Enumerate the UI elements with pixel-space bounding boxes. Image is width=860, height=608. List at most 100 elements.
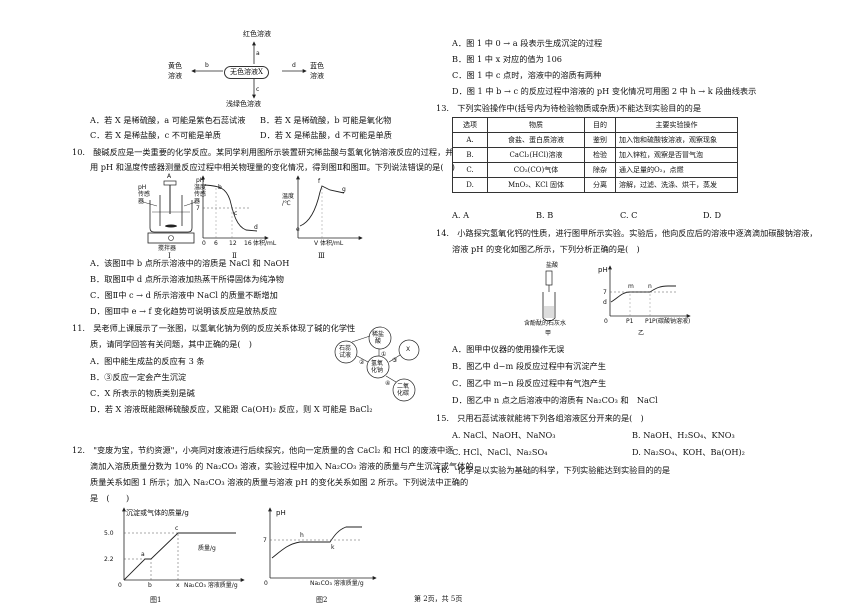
q15-option-d: D. Na₂SO₄、KOH、Ba(OH)₂ (632, 447, 745, 457)
q11-option-d: D．若 X 溶液既能跟稀硫酸反应，又能跟 Ca(OH)₂ 反应，则 X 可能是 … (90, 404, 373, 414)
q13-option-a: A. A (452, 210, 470, 220)
q12-chart1-origin: 0 (118, 582, 122, 589)
node-left-1: 黄色 (168, 62, 182, 70)
q10-fig2-ylabel: pH (196, 177, 205, 184)
q14-fig-b-ylabel: pH (598, 266, 608, 274)
q12-option-b: B．图 1 中 x 对应的值为 106 (452, 54, 562, 64)
q10-fig2-point-b: b (218, 184, 222, 191)
q11-node-co2-1: 二氧 (397, 383, 410, 390)
edge-d: d (292, 62, 296, 69)
q12-chart2-point-h: h (300, 532, 304, 539)
q10-option-a: A．该图Ⅱ中 b 点所示溶液中的溶质是 NaCl 和 NaOH (90, 258, 290, 268)
q10-temp-sensor-1: 温度 (194, 184, 207, 191)
q11-node-litmus-1: 石蕊 (339, 345, 352, 352)
q12-chart2-ylabel: pH (276, 509, 286, 517)
table-row: C. CO₂(CO)气体 除杂 通入足量的O₂，点燃 (452, 162, 738, 178)
q12-stem-line4: 是 ( ) (90, 493, 130, 503)
q11-stem-line1: 11. 吴老师上课展示了一张图，以氢氧化钠为例的反应关系体现了碱的化学性 (72, 323, 356, 333)
q10-fig3-point-g: g (342, 186, 346, 193)
q15-stem: 15. 只用石蕊试液就能将下列各组溶液区分开来的是( ) (436, 413, 644, 423)
node-right-1: 蓝色 (310, 62, 324, 70)
q12-chart2-xlabel: Na₂CO₃ 溶液质量/g (310, 580, 364, 587)
edge-b: b (205, 62, 209, 69)
q12-chart1-xlabel: Na₂CO₃ 溶液质量/g (184, 582, 238, 589)
table-header-row: 选项 物质 目的 主要实验操作 (452, 117, 738, 133)
q11-node-litmus-2: 试液 (339, 352, 352, 359)
table-row: D. MnO₂、KCl 固体 分离 溶解，过滤、洗涤、烘干，蒸发 (452, 177, 738, 193)
q9-option-a: A．若 X 是稀硫酸，a 可能是紫色石蕊试液 (90, 115, 246, 125)
q10-fig2-label: Ⅱ (232, 252, 237, 260)
q10-fig1-a-label: A (167, 173, 172, 180)
q12-chart1-ytick-50: 5.0 (104, 530, 114, 537)
q12-chart2-point-k: k (331, 544, 335, 551)
q9-option-b: B．若 X 是稀硫酸，b 可能是氧化物 (260, 115, 392, 125)
q11-node-x: X (406, 346, 411, 353)
q14-fig-a-caption2: 甲 (545, 330, 552, 337)
q10-option-c: C．图Ⅱ中 c → d 所示溶液中 NaCl 的质量不断增加 (90, 290, 278, 300)
q14-fig-a-caption1: 含酚酞的石灰水 (524, 320, 567, 327)
q13-table: 选项 物质 目的 主要实验操作 A. 食盐、蛋白质溶液 鉴别 加入饱和硫酸铵溶液… (452, 117, 738, 193)
q12-chart1-caption: 图1 (150, 596, 162, 604)
q11-option-a: A．图中能生成盐的反应有 3 条 (90, 356, 205, 366)
q12-chart1-inline-label: 质量/g (198, 545, 216, 552)
q10-ph-sensor-2: 传感 (138, 191, 151, 198)
q14-option-d: D．图乙中 n 点之后溶液中的溶质有 Na₂CO₃ 和 NaCl (452, 395, 658, 405)
q10-fig3-point-e: e (296, 226, 300, 233)
q12-stem-line3: 质量关系如图 1 所示；加入 Na₂CO₃ 溶液的质量与溶液 pH 的变化关系如… (90, 477, 469, 487)
q10-stem-line1: 10. 酸碱反应是一类重要的化学反应。某同学利用图所示装置研究稀盐酸与氢氧化钠溶… (72, 147, 454, 157)
q10-fig2-xtick-12: 12 (229, 240, 237, 247)
q13-stem: 13. 下列实验操作中(括号内为待检验物质或杂质)不能达到实验目的的是 (436, 103, 702, 113)
node-center: 无色溶液X (224, 66, 269, 79)
q14-fig-b-yd: d (603, 299, 607, 306)
q12-option-a: A．图 1 中 0 → a 段表示生成沉淀的过程 (452, 38, 603, 48)
table-row: A. 食盐、蛋白质溶液 鉴别 加入饱和硫酸铵溶液，观察现象 (452, 132, 738, 148)
q10-ph-sensor-1: pH (138, 184, 147, 191)
q12-option-d: D．图 1 中 b → c 的反应过程中溶液的 pH 变化情况可用图 2 中 h… (452, 86, 757, 96)
q11-edge-3: ③ (392, 357, 398, 364)
q10-fig1-label: Ⅰ (168, 252, 171, 260)
q11-node-naoh-2: 化钠 (371, 367, 384, 374)
q11-node-acid-1: 稀盐 (372, 331, 385, 338)
q10-stirrer-label: 搅拌器 (158, 245, 177, 252)
q12-option-c: C．图 1 中 c 点时，溶液中的溶质有两种 (452, 70, 602, 80)
q14-stem-line2: 溶液 pH 的变化如图乙所示，下列分析正确的是( ) (452, 244, 640, 254)
q9-option-c: C．若 X 是稀盐酸，c 不可能是单质 (90, 130, 221, 140)
q14-fig-b-caption: 乙 (638, 330, 645, 337)
q12-stem-line1: 12. "变废为宝，节约资源"，小亮同对废液进行后续探究，他向一定质量的含 Ca… (72, 445, 454, 455)
q15-option-a: A. NaCl、NaOH、NaNO₃ (452, 430, 556, 440)
q12-chart1-ytick-22: 2.2 (104, 556, 114, 563)
node-top: 红色溶液 (243, 30, 271, 38)
q10-fig2-xtick-0: 0 (202, 240, 206, 247)
q14-stem-line1: 14. 小路探究氢氧化钙的性质，进行图甲所示实验。实验后，他向反应后的溶液中逐滴… (436, 228, 818, 238)
q12-chart2-origin: 0 (264, 580, 268, 587)
table-cell: 溶解，过滤、洗涤、烘干，蒸发 (615, 177, 738, 193)
q13-option-d: D. D (703, 210, 722, 220)
q10-fig2-y7: 7 (196, 205, 200, 212)
edge-c: c (256, 86, 260, 93)
q11-node-acid-2: 酸 (375, 338, 382, 345)
q12-chart1-point-c: c (175, 525, 179, 532)
q11-edge-4: ④ (385, 380, 391, 387)
q14-fig-b-point-n: n (648, 283, 652, 290)
q10-fig3-xlabel: V 体积/mL (314, 240, 344, 247)
q10-option-b: B．取图Ⅱ中 d 点所示溶液加热蒸干所得固体为纯净物 (90, 274, 284, 284)
q12-stem-line2: 滴加入溶质质量分数为 10% 的 Na₂CO₃ 溶液，实验过程中加入 Na₂CO… (90, 461, 474, 471)
q10-fig2-point-c: c (234, 210, 238, 217)
q12-chart1-point-a: a (141, 551, 145, 558)
table-cell: 分离 (584, 177, 616, 193)
q11-option-c: C．X 所表示的物质类别是碱 (90, 388, 195, 398)
q10-fig2-point-d: d (254, 224, 258, 231)
q10-fig2-xtick-6: 6 (214, 240, 218, 247)
q10-fig3-ylabel-1: 温度 (282, 193, 295, 200)
q13-option-b: B. B (536, 210, 554, 220)
q10-fig2-xtick-16: 16 (244, 240, 252, 247)
q11-stem-line2: 质，请同学回答有关问题，其中正确的是( ) (90, 339, 252, 349)
q14-fig-b-point-m: m (628, 283, 634, 290)
q16-stem: 16. 化学是以实验为基础的科学，下列实验能达到实验目的的是 (436, 465, 671, 475)
